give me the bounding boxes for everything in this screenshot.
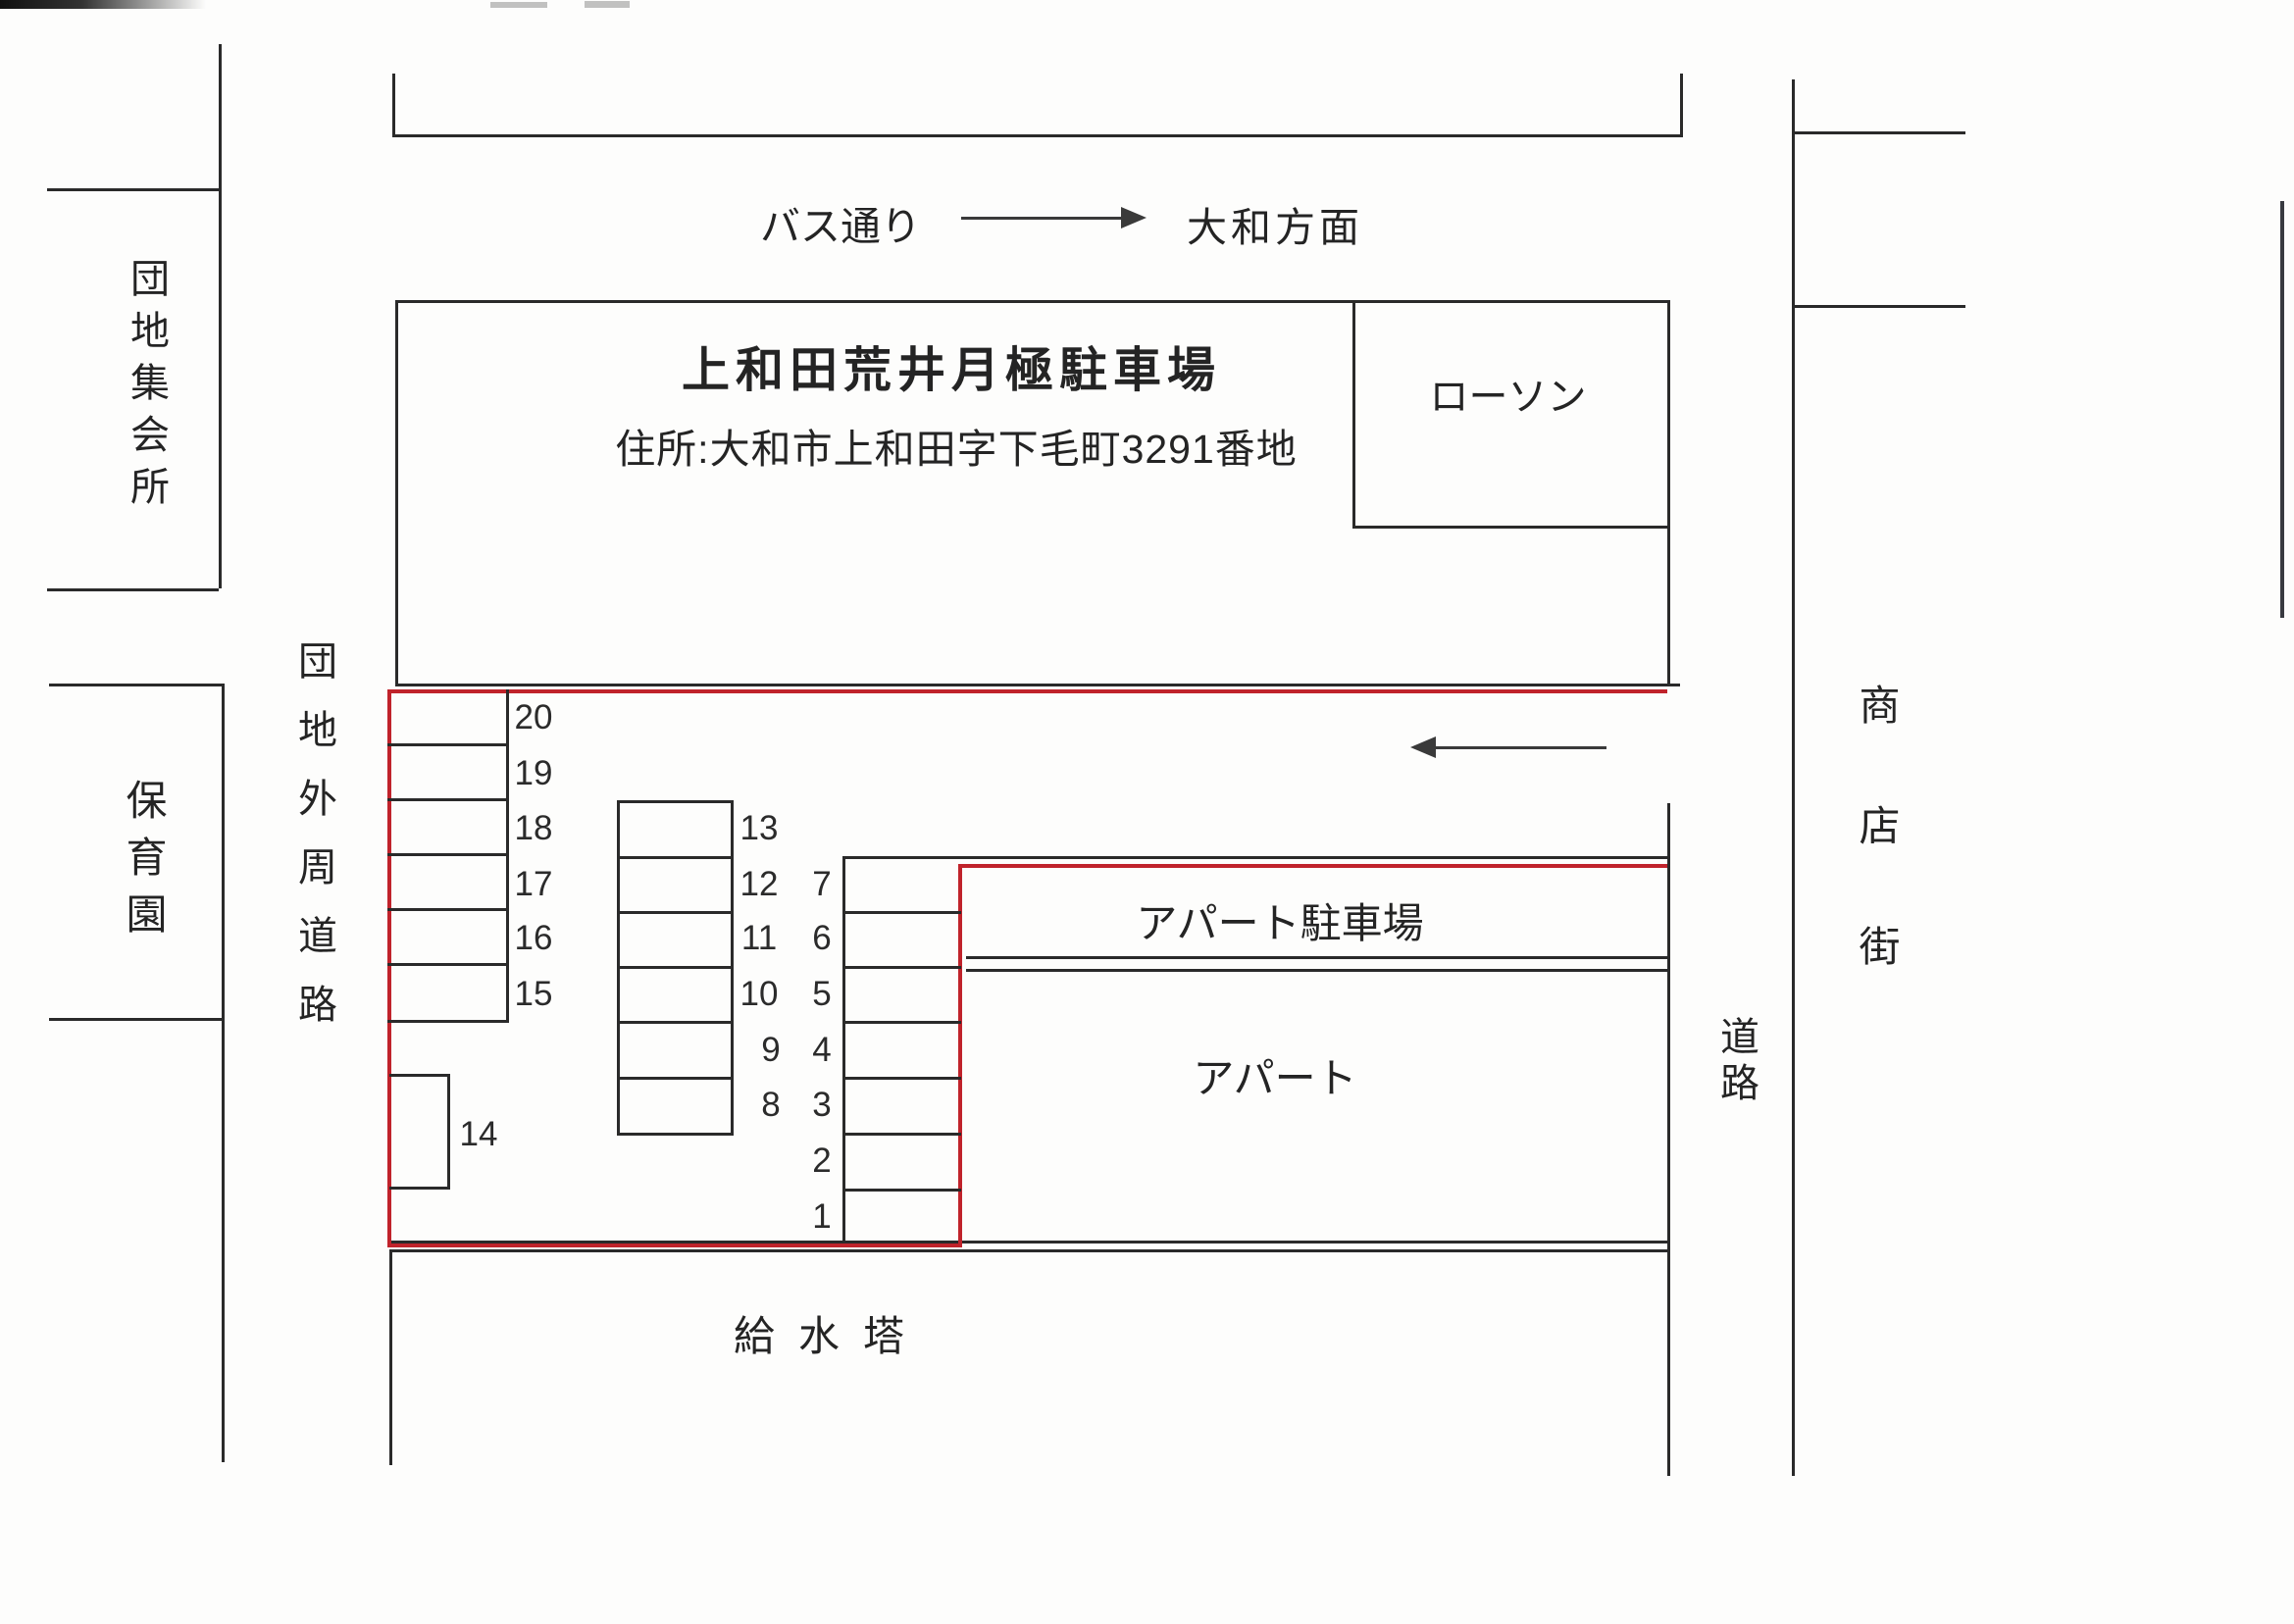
middle-column-divider bbox=[617, 966, 734, 969]
yamato-direction-label: 大和方面 bbox=[1187, 205, 1363, 250]
title-box-bottom-line bbox=[395, 684, 1680, 686]
red-boundary-left bbox=[387, 689, 391, 1243]
spot-number-14: 14 bbox=[459, 1115, 498, 1153]
shopping-street-left-line bbox=[1792, 79, 1795, 1476]
site-right-line bbox=[1667, 803, 1670, 1476]
spot-number-9: 9 bbox=[761, 1031, 781, 1069]
title-box-left-line bbox=[395, 300, 398, 684]
site-address: 住所:大和市上和田字下毛町3291番地 bbox=[615, 427, 1298, 472]
lawson-label: ローソン bbox=[1429, 376, 1587, 419]
cross-road-upper-line bbox=[1792, 131, 1965, 134]
shopping-street-label: 商店街 bbox=[1854, 684, 1900, 1045]
spot14-box-right-line bbox=[447, 1074, 450, 1190]
middle-column-divider bbox=[617, 911, 734, 914]
bus-road-bottom-line bbox=[392, 134, 1683, 137]
red-boundary-top bbox=[387, 689, 1667, 693]
spot-number-13: 13 bbox=[739, 809, 779, 847]
spot-number-1: 1 bbox=[812, 1197, 832, 1236]
middle-column-divider bbox=[617, 856, 734, 859]
spot-number-15: 15 bbox=[514, 975, 553, 1013]
spot-number-10: 10 bbox=[739, 975, 779, 1013]
spot-number-17: 17 bbox=[514, 865, 553, 903]
spot14-box-top-line bbox=[389, 1074, 450, 1077]
meeting-hall-top-line bbox=[47, 188, 219, 191]
red-boundary-bottom bbox=[387, 1243, 962, 1247]
nursery-right-line bbox=[222, 684, 225, 1462]
apartment-label: アパート bbox=[1193, 1055, 1357, 1101]
arrow-right-shaft bbox=[961, 217, 1121, 220]
nursery-school-label: 保育園 bbox=[121, 779, 167, 949]
apartment-parking-label: アパート駐車場 bbox=[1136, 900, 1424, 946]
arrow-left-shaft bbox=[1434, 746, 1606, 749]
scan-smudge-top-left bbox=[0, 0, 206, 9]
scan-edge-artifact bbox=[2280, 201, 2284, 618]
spot-number-20: 20 bbox=[514, 698, 553, 736]
site-title: 上和田荒井月極駐車場 bbox=[681, 344, 1221, 397]
apartment-bottom-line bbox=[389, 1241, 1667, 1243]
meeting-hall-label: 団地集会所 bbox=[125, 258, 168, 518]
nursery-top-line bbox=[49, 684, 222, 686]
spot-number-5: 5 bbox=[812, 975, 832, 1013]
right-column-divider bbox=[842, 1189, 961, 1192]
scan-text-fragment bbox=[490, 2, 547, 8]
title-box-top-line bbox=[395, 300, 1667, 303]
bus-road-left-tick bbox=[392, 74, 395, 134]
left-column-divider bbox=[387, 743, 509, 746]
lawson-box-left-line bbox=[1352, 300, 1355, 526]
spot-number-2: 2 bbox=[812, 1142, 832, 1180]
right-column-divider bbox=[842, 966, 961, 969]
meeting-hall-bottom-line bbox=[47, 588, 219, 591]
spot14-box-bottom-line bbox=[389, 1187, 450, 1190]
lawson-box-bottom-line bbox=[1352, 526, 1667, 529]
right-column-divider bbox=[842, 1077, 961, 1080]
title-box-right-line bbox=[1667, 300, 1670, 686]
cross-road-lower-line bbox=[1792, 305, 1965, 308]
water-tower-label: 給水塔 bbox=[734, 1313, 929, 1359]
right-column-divider bbox=[842, 1133, 961, 1136]
right-column-divider bbox=[842, 911, 961, 914]
water-tower-left-line bbox=[389, 1249, 392, 1465]
scan-text-fragment bbox=[585, 1, 630, 8]
left-column-bottom-line bbox=[387, 1020, 509, 1023]
arrow-left-icon bbox=[1410, 736, 1436, 758]
middle-column-top-line bbox=[617, 800, 734, 803]
left-column-divider bbox=[387, 963, 509, 966]
spot-number-3: 3 bbox=[812, 1086, 832, 1124]
water-tower-top-line bbox=[389, 1249, 1667, 1252]
middle-column-divider bbox=[617, 1077, 734, 1080]
spot-number-19: 19 bbox=[514, 754, 553, 792]
red-boundary-inner-vertical bbox=[958, 864, 962, 1247]
right-column-left-line bbox=[842, 856, 845, 1243]
left-column-divider bbox=[387, 853, 509, 856]
spot-number-8: 8 bbox=[761, 1086, 781, 1124]
middle-column-bottom-line bbox=[617, 1133, 734, 1136]
arrow-right-icon bbox=[1121, 207, 1147, 228]
meeting-hall-right-line bbox=[219, 44, 222, 588]
spot-number-7: 7 bbox=[812, 865, 832, 903]
left-column-divider bbox=[387, 908, 509, 911]
spot-number-6: 6 bbox=[812, 919, 832, 957]
red-boundary-inner-horizontal bbox=[958, 864, 1667, 868]
bus-road-right-tick bbox=[1680, 74, 1683, 134]
nursery-bottom-line bbox=[49, 1018, 222, 1021]
spot-number-18: 18 bbox=[514, 809, 553, 847]
apartment-parking-top-line bbox=[842, 856, 1667, 859]
left-column-right-line bbox=[506, 689, 509, 1023]
spot-number-12: 12 bbox=[739, 865, 779, 903]
apartment-top-line bbox=[966, 969, 1667, 972]
middle-column-divider bbox=[617, 1021, 734, 1024]
right-column-divider bbox=[842, 1021, 961, 1024]
left-column-divider bbox=[387, 798, 509, 801]
spot-number-16: 16 bbox=[514, 919, 553, 957]
bus-street-label: バス通り bbox=[760, 204, 921, 249]
spot-number-11: 11 bbox=[740, 919, 778, 957]
perimeter-road-label: 団地外周道路 bbox=[292, 640, 335, 1052]
spot-number-4: 4 bbox=[812, 1031, 832, 1069]
apartment-parking-bottom-line bbox=[966, 956, 1667, 959]
road-label: 道路 bbox=[1714, 1016, 1758, 1108]
